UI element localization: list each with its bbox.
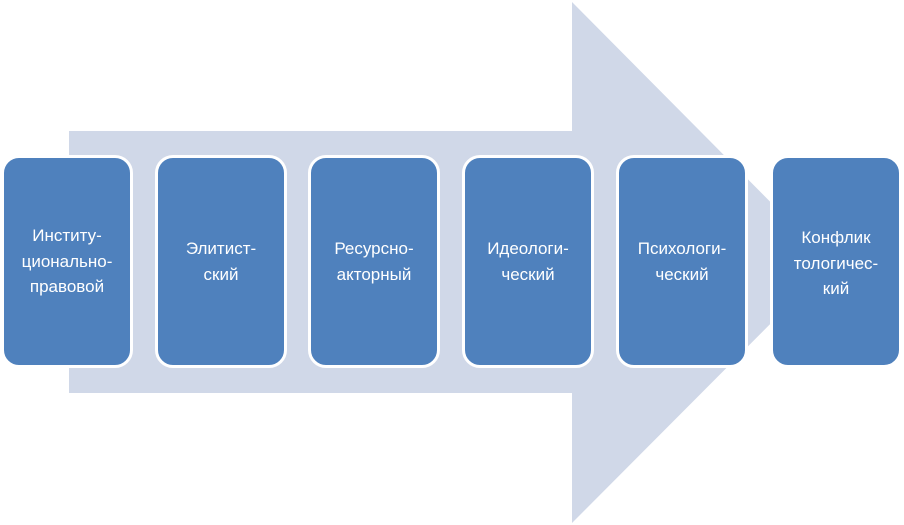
stage-box-psychological: Психологи- ческий bbox=[616, 155, 748, 368]
stage-label: Психологи- ческий bbox=[622, 236, 742, 287]
stage-label-line: тологичес- bbox=[793, 253, 879, 273]
stage-box-institutional-legal: Институ- ционально- правовой bbox=[1, 155, 133, 368]
stage-label-line: правовой bbox=[29, 277, 105, 297]
stage-box-resource-actor: Ресурсно- акторный bbox=[308, 155, 440, 368]
stage-label-line: ционально- bbox=[21, 251, 113, 271]
stage-label-line: Ресурсно- bbox=[334, 239, 414, 258]
stage-label-line: кий bbox=[822, 279, 850, 299]
stage-label-line: Элитист- bbox=[185, 239, 257, 258]
stage-label: Конфлик тологичес- кий bbox=[776, 225, 896, 302]
stage-label-line: ческий bbox=[655, 264, 709, 284]
arrow-shape bbox=[69, 2, 831, 523]
stage-box-elitist: Элитист- ский bbox=[155, 155, 287, 368]
stage-label-line: ческий bbox=[501, 264, 555, 284]
stage-box-conflictological: Конфлик тологичес- кий bbox=[770, 155, 902, 368]
stage-label-line: Конфлик bbox=[801, 228, 871, 248]
stage-label: Ресурсно- акторный bbox=[314, 236, 434, 287]
stage-label: Идеологи- ческий bbox=[468, 236, 588, 287]
stage-label-line: акторный bbox=[336, 264, 412, 284]
stage-label-line: Институ- bbox=[32, 226, 102, 246]
stage-label-line: Психологи- bbox=[637, 239, 727, 258]
stage-label-line: ский bbox=[203, 264, 239, 284]
stage-label: Элитист- ский bbox=[161, 236, 281, 287]
stage-label: Институ- ционально- правовой bbox=[7, 223, 127, 300]
stage-box-ideological: Идеологи- ческий bbox=[462, 155, 594, 368]
stage-label-line: Идеологи- bbox=[487, 239, 569, 258]
